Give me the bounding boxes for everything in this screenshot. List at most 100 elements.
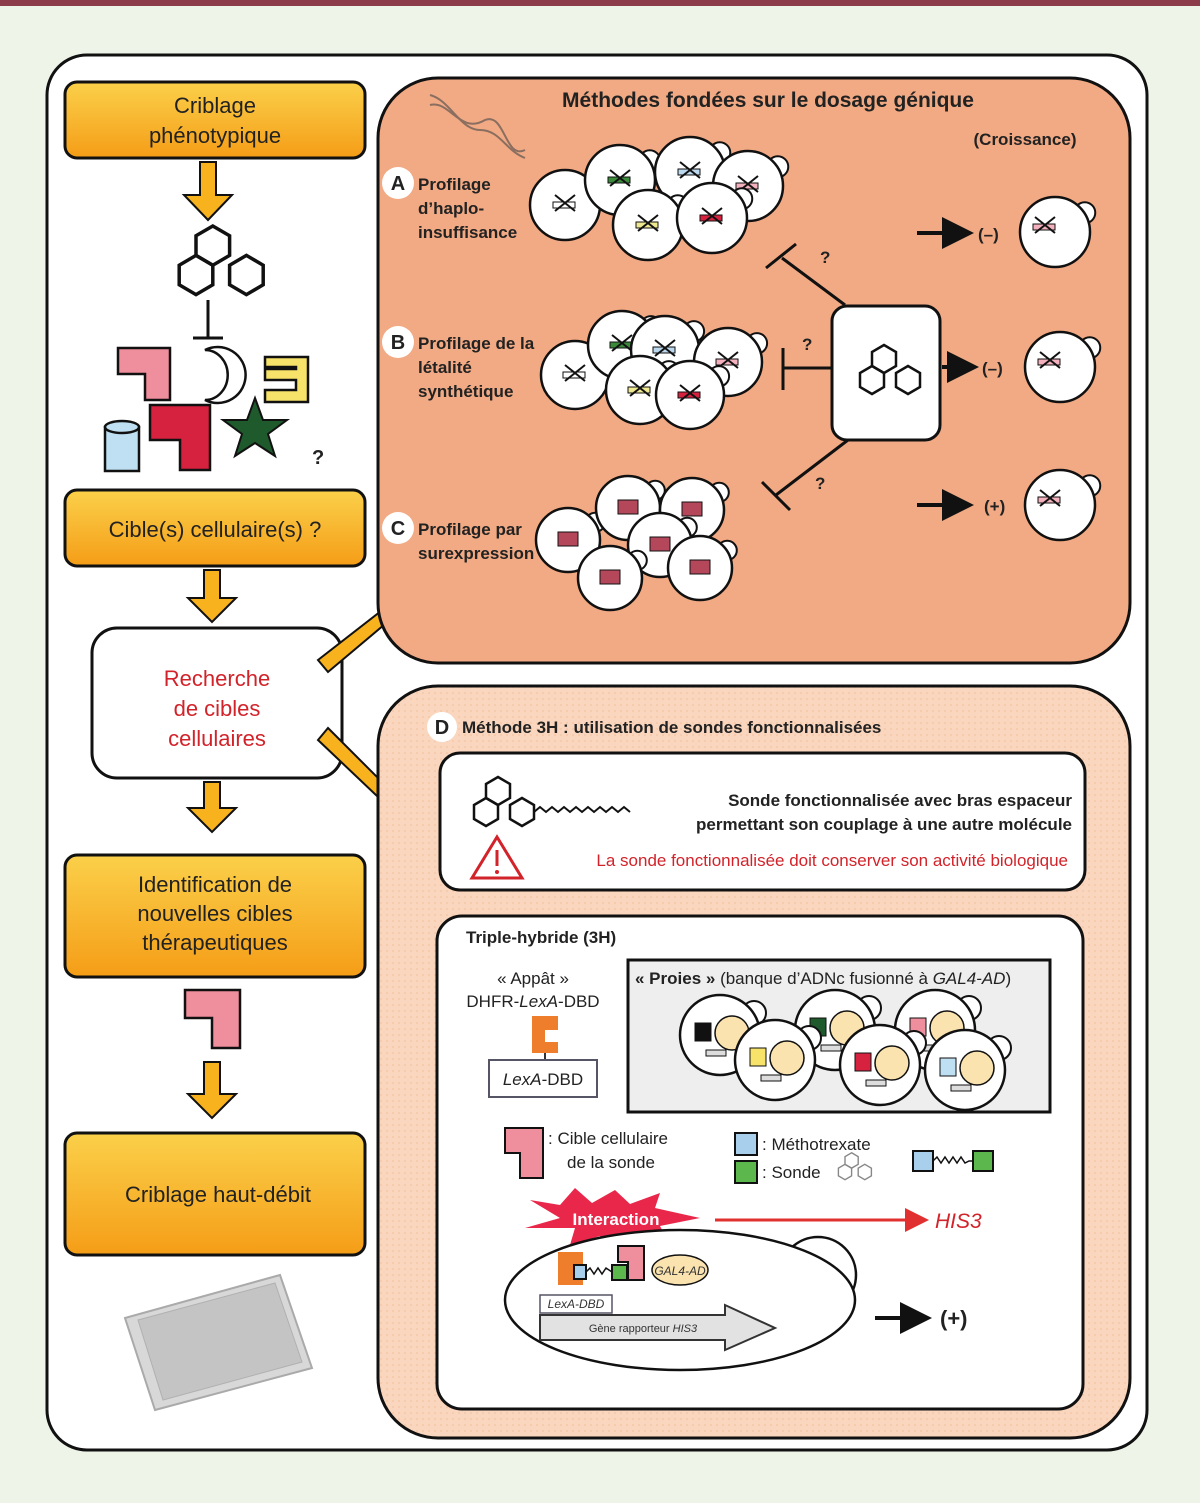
- prey-cell-icon: [678, 993, 767, 1077]
- lexa-small-label: LexA-DBD: [548, 1297, 605, 1311]
- lexa-dbd-box: [488, 1059, 598, 1098]
- step3-line3: cellulaires: [168, 726, 266, 751]
- yeast-cell-icon: [675, 181, 754, 255]
- bait-label: « Appât »: [497, 969, 569, 988]
- step-high-throughput: [63, 1131, 367, 1257]
- method-label-line: insuffisance: [418, 223, 517, 242]
- yeast-cell-icon: [534, 506, 606, 574]
- step2-label: Cible(s) cellulaire(s) ?: [109, 517, 322, 542]
- question-mark-c: ?: [815, 474, 825, 493]
- gene-dosage-panel: Méthodes fondées sur le dosage génique (…: [376, 76, 1132, 665]
- inhibition-icon: [193, 300, 223, 340]
- question-mark-b: ?: [802, 335, 812, 354]
- result-arrows: [917, 217, 979, 521]
- target-protein-icon: [617, 1245, 645, 1281]
- letter-badge: [382, 326, 414, 358]
- down-arrow-icon: [185, 1061, 239, 1120]
- growth-label: (Croissance): [974, 130, 1077, 149]
- three-hybrid-panel: D Méthode 3H : utilisation de sondes fon…: [376, 684, 1132, 1440]
- panel-d-title: Méthode 3H : utilisation de sondes fonct…: [462, 718, 881, 737]
- target-shapes-icon: [103, 345, 310, 473]
- panel-title: Méthodes fondées sur le dosage génique: [562, 89, 974, 112]
- yeast-cell-icon: [666, 534, 738, 602]
- legend-methotrexate: : Méthotrexate: [762, 1135, 871, 1154]
- target-legend-icon: [504, 1127, 544, 1179]
- result-cell-icon: [1023, 468, 1102, 542]
- step1-line1: Criblage: [174, 93, 256, 118]
- his3-label: HIS3: [935, 1210, 982, 1233]
- method-label-line: Profilage par: [418, 520, 522, 539]
- down-arrow-icon: [185, 569, 239, 624]
- method-label-line: létalité: [418, 358, 472, 377]
- target-protein-icon: [183, 988, 242, 1050]
- method-letter: C: [391, 518, 405, 540]
- method-letter: A: [391, 173, 405, 195]
- dhfr-icon: [532, 1016, 558, 1053]
- linked-probe-icon: [912, 1150, 994, 1172]
- result-c: (+): [984, 497, 1005, 516]
- step-phenotypic-screening: [63, 80, 367, 160]
- method-label-line: d’haplo-: [418, 199, 484, 218]
- reporter-label: Gène rapporteur HIS3: [589, 1323, 698, 1335]
- legend-probe: : Sonde: [762, 1163, 821, 1182]
- method-c: C Profilage par surexpression: [382, 512, 534, 563]
- dna-helix-icon: [429, 94, 526, 159]
- functionalized-probe-icon: [472, 775, 631, 828]
- method-label-line: Profilage de la: [418, 334, 535, 353]
- prey-cell-icon: [733, 1018, 822, 1102]
- microplate-icon: [123, 1273, 314, 1412]
- method-label-line: surexpression: [418, 544, 534, 563]
- reporter-gene-arrow: [539, 1303, 778, 1352]
- result-3h: (+): [940, 1306, 968, 1331]
- bait-construct: DHFR-LexA-DBD: [466, 992, 599, 1011]
- method-label-line: synthétique: [418, 382, 513, 401]
- method-letter: B: [391, 332, 405, 354]
- step3-line2: de cibles: [174, 696, 261, 721]
- lexa-dbd-label: LexA-DBD: [503, 1070, 583, 1089]
- method-b: B Profilage de la létalité synthétique: [382, 326, 535, 401]
- legend-target-line2: de la sonde: [567, 1153, 655, 1172]
- question-mark-a: ?: [820, 248, 830, 267]
- legend-target-line1: : Cible cellulaire: [548, 1129, 668, 1148]
- probe-box: [438, 751, 1087, 892]
- method-label-line: Profilage: [418, 175, 491, 194]
- gal4-ad-icon: [651, 1254, 709, 1286]
- probe-line1: Sonde fonctionnalisée avec bras espaceur: [728, 791, 1072, 810]
- lexa-dbd-small-box: [539, 1294, 613, 1314]
- letter-badge: [427, 712, 457, 742]
- inhibition-lines: [760, 242, 849, 512]
- step1-line2: phénotypique: [149, 123, 281, 148]
- step4-line2: nouvelles cibles: [137, 901, 292, 926]
- prey-cell-icon: [838, 1023, 927, 1107]
- warning-triangle-icon: [469, 834, 525, 880]
- result-cell-icon: [1023, 330, 1102, 404]
- gal4-label: GAL4-AD: [654, 1264, 706, 1278]
- probe-line2: permettant son couplage à une autre molé…: [696, 815, 1072, 834]
- letter-badge: [382, 512, 414, 544]
- prey-cell-icon: [923, 1028, 1012, 1112]
- result-b: (–): [982, 359, 1003, 378]
- step4-line3: thérapeutiques: [142, 930, 288, 955]
- down-arrow-icon: [181, 161, 235, 222]
- probe-legend-icon: [734, 1160, 758, 1184]
- step4-line1: Identification de: [138, 872, 292, 897]
- yeast-cell-icon: [576, 544, 648, 612]
- methotrexate-legend-icon: [734, 1132, 758, 1156]
- three-h-title: Triple-hybride (3H): [466, 928, 616, 947]
- step-target-search: [90, 626, 344, 780]
- step5-label: Criblage haut-débit: [125, 1182, 311, 1207]
- result-a: (–): [978, 225, 999, 244]
- down-arrow-icon: [185, 781, 239, 834]
- step3-line1: Recherche: [164, 666, 270, 691]
- method-a: A Profilage d’haplo-insuffisance: [382, 167, 517, 242]
- top-bar: [0, 0, 1200, 6]
- letter-d: D: [435, 717, 449, 739]
- step-new-targets: [63, 853, 367, 979]
- letter-badge: [382, 167, 414, 199]
- interaction-label: Interaction: [573, 1210, 660, 1229]
- prey-label: « Proies » (banque d’ADNc fusionné à GAL…: [635, 969, 1011, 988]
- question-mark: ?: [312, 447, 324, 469]
- result-cell-icon: [1018, 195, 1097, 269]
- yeast-cell-icon: [654, 359, 731, 431]
